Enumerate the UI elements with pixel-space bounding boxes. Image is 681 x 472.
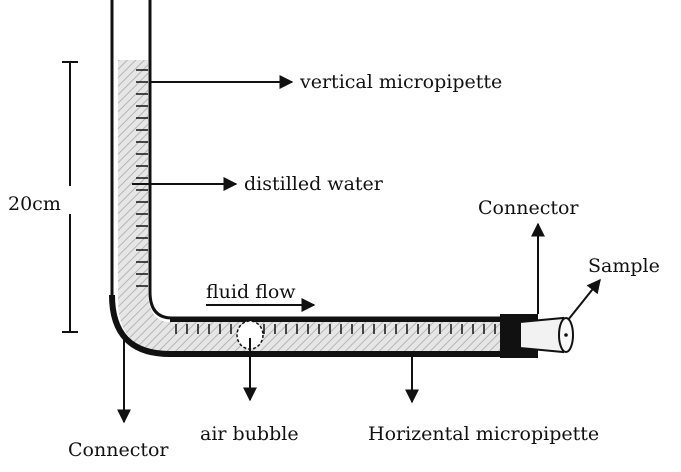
sample-dot [564, 333, 568, 337]
connector-right-label: Connector [478, 197, 579, 219]
bottom-connector-bend [109, 294, 505, 357]
fluid-flow-label: fluid flow [206, 281, 296, 303]
sample-label: Sample [588, 255, 660, 277]
height-label: 20cm [8, 193, 61, 215]
horizontal-micropipette-label: Horizental micropipette [368, 423, 599, 445]
vertical-micropipette-label: vertical micropipette [299, 71, 502, 93]
distilled-water-fill [118, 60, 505, 352]
sample-holder [519, 316, 564, 354]
inner-bend [148, 291, 505, 320]
vertical-scale-ticks [136, 69, 148, 287]
connector-bottom-label: Connector [68, 439, 169, 461]
sample-arrow [567, 278, 601, 321]
distilled-water-label: distilled water [244, 173, 384, 195]
air-bubble-label: air bubble [200, 423, 299, 445]
